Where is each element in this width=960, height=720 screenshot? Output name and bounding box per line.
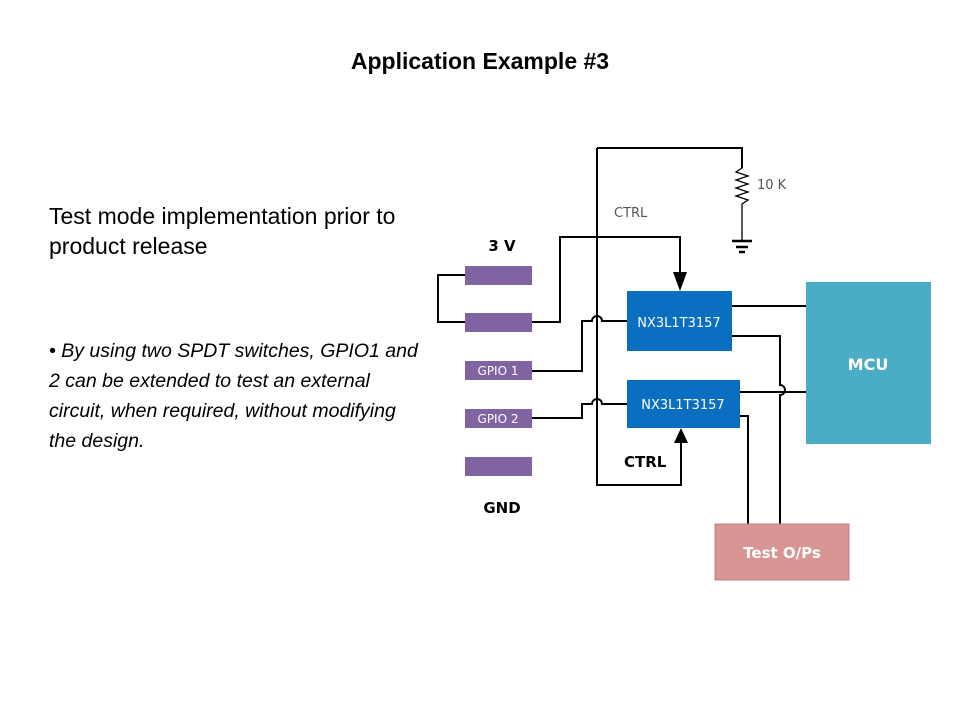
wire-ctrl-switch1 bbox=[532, 236, 681, 323]
slide-title: Application Example #3 bbox=[350, 48, 610, 74]
resistor-label: 10 K bbox=[757, 178, 787, 193]
wire-gpio1 bbox=[532, 315, 627, 372]
pin-3v-bottom bbox=[465, 313, 532, 332]
supply-label: 3 V bbox=[488, 237, 516, 255]
ctrl-top-label: CTRL bbox=[614, 206, 648, 221]
ground-icon bbox=[732, 239, 752, 254]
pin-3v-top bbox=[465, 266, 532, 285]
wire-switch2-test bbox=[740, 415, 749, 524]
mcu-label: MCU bbox=[848, 355, 889, 374]
pin-gpio1-label: GPIO 1 bbox=[478, 364, 519, 378]
switch-1-label: NX3L1T3157 bbox=[637, 316, 720, 331]
wire-3v-loop bbox=[437, 274, 465, 323]
ctrl-arrow-down-icon bbox=[673, 272, 687, 291]
wires bbox=[437, 147, 806, 524]
wire-switch1-test bbox=[732, 335, 786, 524]
wire-ctrl-vertical bbox=[596, 148, 682, 486]
pin-gnd bbox=[465, 457, 532, 476]
slide-heading: Test mode implementation prior to produc… bbox=[49, 203, 396, 259]
wire-top-rail bbox=[597, 147, 743, 168]
pin-gpio1: GPIO 1 bbox=[465, 361, 532, 380]
pin-gpio2-label: GPIO 2 bbox=[478, 412, 519, 426]
ctrl-bottom-label: CTRL bbox=[624, 453, 667, 471]
wire-gpio2 bbox=[532, 398, 627, 419]
bullet-text: • By using two SPDT switches, GPIO1 and … bbox=[49, 340, 418, 452]
switch-1: NX3L1T3157 bbox=[627, 291, 732, 351]
resistor-10k bbox=[733, 167, 751, 240]
test-outputs-block: Test O/Ps bbox=[714, 523, 850, 581]
switch-2-label: NX3L1T3157 bbox=[641, 398, 724, 413]
mcu-block: MCU bbox=[806, 282, 931, 444]
switch-2: NX3L1T3157 bbox=[627, 380, 740, 428]
pin-gpio2: GPIO 2 bbox=[465, 409, 532, 428]
test-outputs-label: Test O/Ps bbox=[743, 544, 821, 562]
ctrl-arrow-up-icon bbox=[674, 428, 688, 443]
ground-label: GND bbox=[483, 499, 520, 517]
